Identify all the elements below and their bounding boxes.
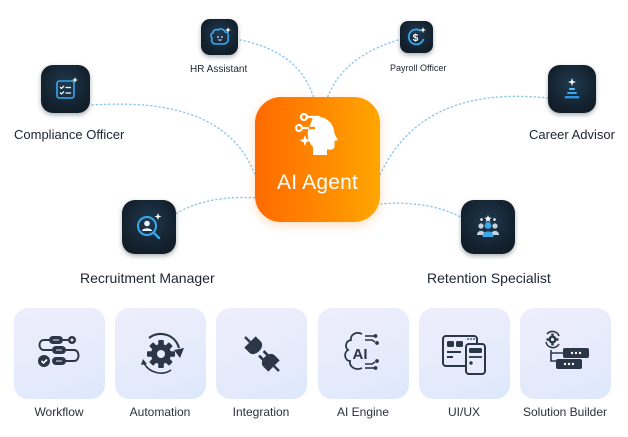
capability-label: Solution Builder xyxy=(522,405,608,419)
capability-solution-builder[interactable] xyxy=(520,308,611,399)
automation-gear-icon xyxy=(140,332,184,374)
capability-label: UI/UX xyxy=(447,405,480,419)
ai-agent-hub[interactable]: AI Agent xyxy=(255,97,380,222)
capability-ai-engine[interactable]: AI xyxy=(318,308,409,399)
ai-head-circuit-icon xyxy=(294,112,338,155)
capability-integration[interactable] xyxy=(216,308,307,399)
role-label: Retention Specialist xyxy=(427,270,551,286)
plug-icon xyxy=(243,335,280,372)
role-label: Career Advisor xyxy=(529,127,615,142)
smiling-bot-icon xyxy=(201,19,238,55)
capability-workflow[interactable] xyxy=(14,308,105,399)
role-label: Compliance Officer xyxy=(14,127,125,142)
solution-builder-icon xyxy=(544,330,589,369)
dollar-coin-icon: $ xyxy=(400,21,433,53)
team-stars-icon xyxy=(461,200,515,254)
svg-text:$: $ xyxy=(412,33,418,44)
role-label: HR Assistant xyxy=(190,64,248,75)
workflow-icon xyxy=(37,335,79,367)
career-ladder-icon xyxy=(548,65,596,113)
capability-label: Integration xyxy=(232,405,290,419)
ai-agent-title: AI Agent xyxy=(277,171,358,194)
role-label: Recruitment Manager xyxy=(80,270,215,286)
capability-label: Automation xyxy=(129,405,191,419)
capability-label: Workflow xyxy=(34,405,84,419)
role-label: Payroll Officer xyxy=(390,63,447,73)
ai-brain-icon: AI xyxy=(343,331,379,370)
capability-label: AI Engine xyxy=(336,405,390,419)
capability-ui-ux[interactable] xyxy=(419,308,510,399)
checklist-icon xyxy=(41,65,90,113)
svg-text:AI: AI xyxy=(352,346,367,363)
candidate-search-icon xyxy=(122,200,176,254)
capability-automation[interactable] xyxy=(115,308,206,399)
ui-ux-layout-icon xyxy=(441,334,486,375)
